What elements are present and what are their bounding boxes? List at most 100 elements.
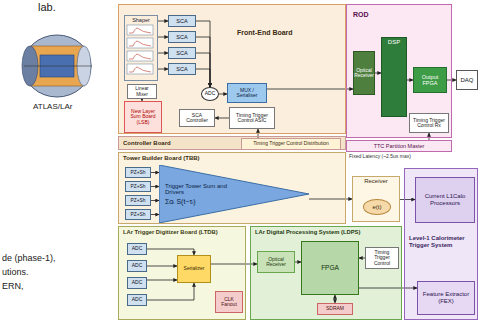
process-box: Shaper bbox=[124, 15, 158, 81]
shaper-icons bbox=[127, 25, 153, 74]
process-box: ADC bbox=[127, 277, 147, 289]
node-text: ADC bbox=[132, 246, 143, 252]
node-text: Receiver bbox=[364, 178, 388, 185]
node-text: FPGA bbox=[321, 264, 339, 271]
signal-connector bbox=[151, 186, 159, 187]
process-box: Optical Receiver bbox=[257, 251, 295, 273]
node-text: ADC bbox=[132, 297, 143, 303]
process-box: e(t) bbox=[363, 199, 391, 215]
detector-outer bbox=[23, 35, 91, 97]
process-box: PZ+Sh bbox=[125, 181, 151, 192]
process-box: TTC Partition Master bbox=[346, 140, 452, 152]
signal-connector bbox=[400, 199, 415, 200]
shaper-cell bbox=[127, 25, 153, 35]
process-box: Timing Trigger Control bbox=[365, 247, 399, 269]
signal-connector bbox=[151, 172, 159, 173]
signal-connector bbox=[151, 214, 159, 215]
shaper-cell bbox=[127, 64, 153, 74]
node-text: MUX / Serialiser bbox=[229, 88, 265, 99]
signal-connector bbox=[151, 200, 159, 201]
process-box: ADC bbox=[201, 87, 219, 101]
signal-connector bbox=[359, 288, 417, 289]
node-text: Timing Trigger Control ASIC bbox=[231, 113, 273, 124]
process-box: MUX / Serialiser bbox=[227, 83, 267, 103]
process-box: ADC bbox=[127, 243, 147, 255]
node-text: SCA Controller bbox=[181, 113, 213, 124]
process-box: Feature Extractor (FEX) bbox=[417, 281, 475, 315]
region-heading: LAr Trigger Digitizer Board (LTDB) bbox=[123, 229, 218, 235]
node-text: TTC Partition Master bbox=[374, 143, 425, 149]
signal-connector bbox=[267, 89, 353, 90]
node-text: DAQ bbox=[460, 77, 473, 84]
signal-connector bbox=[147, 283, 194, 300]
process-box: Linear Mixer bbox=[127, 84, 157, 99]
node-text: Timing Trigger Control Rx bbox=[411, 118, 447, 129]
process-box: Timing Trigger Control Distribution bbox=[241, 138, 341, 150]
region-heading: ROD bbox=[353, 11, 369, 19]
board-region: ROD Optical Receiver DSP Output FPGA Timing … bbox=[346, 4, 452, 138]
signal-connector bbox=[429, 133, 430, 140]
signal-connector bbox=[147, 280, 177, 281]
page-label: ATLAS/LAr bbox=[33, 103, 72, 112]
process-box: SCA Controller bbox=[179, 109, 215, 127]
process-box: New Layer Sum Board (LSB) bbox=[124, 101, 162, 133]
page-label: de (phase-1), bbox=[2, 254, 56, 264]
shaper-cell bbox=[127, 38, 153, 48]
process-box: Timing Trigger Control ASIC bbox=[229, 107, 275, 129]
process-box: SCA bbox=[168, 15, 196, 27]
node-text: ADC bbox=[132, 263, 143, 269]
signal-connector bbox=[196, 53, 210, 87]
pulse-shape bbox=[129, 67, 151, 72]
signal-connector bbox=[196, 37, 210, 87]
board-region: LAr Digital Processing System (LDPS)Opti… bbox=[250, 226, 402, 320]
signal-connector bbox=[215, 118, 229, 119]
process-box: Output FPGA bbox=[413, 67, 447, 93]
signal-connector bbox=[158, 69, 168, 70]
node-text: ADC bbox=[132, 280, 143, 286]
region-fill bbox=[346, 4, 452, 138]
region-fill bbox=[118, 226, 246, 320]
node-text: e(t) bbox=[373, 204, 382, 211]
signal-connector bbox=[147, 266, 177, 267]
process-box: SCA bbox=[168, 63, 196, 75]
signal-connector bbox=[219, 94, 227, 95]
process-box: SDRAM bbox=[317, 303, 353, 315]
board-region: LAr Trigger Digitizer Board (LTDB) ADC ADC… bbox=[118, 226, 246, 320]
signal-connector bbox=[196, 21, 210, 87]
node-text: Timing Trigger Control Distribution bbox=[253, 141, 329, 147]
region-heading: Controller Board bbox=[123, 140, 171, 147]
region-fill bbox=[250, 226, 402, 320]
region-fill bbox=[404, 168, 478, 320]
node-text: Current L1Calo Processors bbox=[417, 193, 473, 206]
region-fill bbox=[118, 136, 346, 150]
atlas-detector bbox=[22, 35, 92, 97]
board-region: Tower Builder Board (TBB)PZ+ShPZ+ShPZ+Sh… bbox=[118, 152, 346, 224]
process-box: FPGA bbox=[301, 241, 359, 295]
signal-connector bbox=[158, 53, 168, 54]
process-box: ADC bbox=[127, 260, 147, 272]
node-text: DSP bbox=[388, 39, 400, 46]
region-heading: Tower Builder Board (TBB) bbox=[123, 155, 200, 162]
process-box: DSP bbox=[381, 37, 407, 117]
signal-connector bbox=[335, 295, 336, 303]
board-region: Level-1 Calorimeter Trigger SystemCurren… bbox=[404, 168, 478, 320]
pulse-shape bbox=[129, 41, 151, 46]
node-text: Linear Mixer bbox=[129, 86, 155, 97]
node-text: Optical Receiver bbox=[259, 257, 293, 268]
node-text: Feature Extractor (FEX) bbox=[419, 291, 473, 304]
page-label: utions. bbox=[2, 268, 29, 278]
beam-line bbox=[24, 66, 92, 67]
node-text: Output FPGA bbox=[415, 74, 445, 86]
region-fill bbox=[118, 4, 346, 134]
node-text: SDRAM bbox=[326, 306, 344, 312]
process-box: Optical Receiver bbox=[353, 51, 375, 95]
shaper-cell bbox=[127, 51, 153, 61]
process-box: Receiver e(t) bbox=[352, 176, 400, 222]
page-label: Fixed Latency (~2.5us max) bbox=[349, 154, 411, 160]
process-box: Timing Trigger Control Rx bbox=[409, 113, 449, 133]
board-region: Controller Board Timing Trigger Control D… bbox=[118, 136, 346, 150]
page-label: ERN, bbox=[2, 282, 24, 292]
node-text: Σαᵢ S(t−τᵢ) bbox=[165, 198, 237, 206]
